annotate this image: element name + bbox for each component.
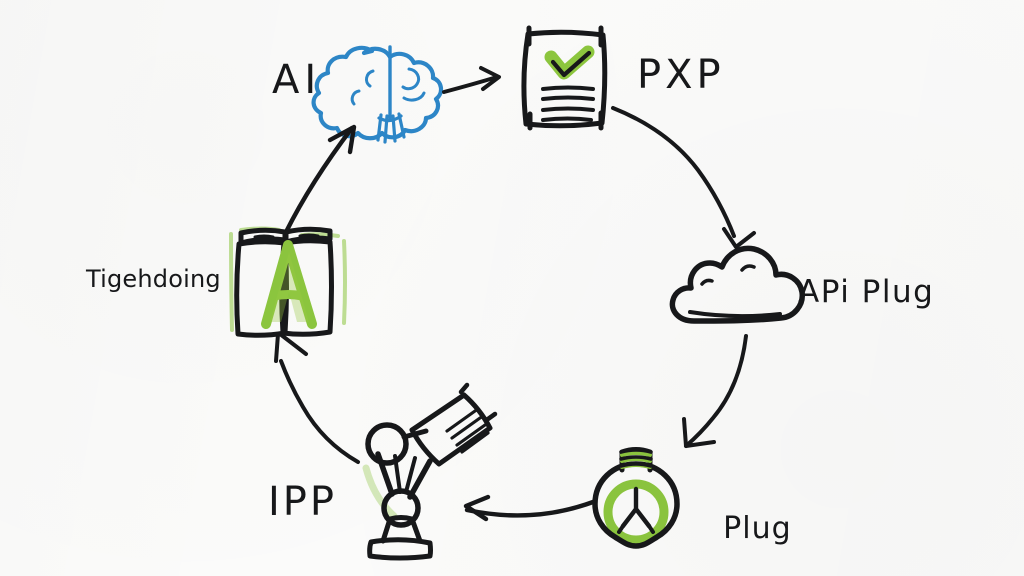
lightbulb-icon — [592, 447, 680, 549]
arrow-plug-to-ipp — [463, 494, 596, 522]
robot-arm-icon — [362, 382, 498, 561]
label-pxp: PXP — [637, 52, 725, 98]
arrow-tigehdoing-to-ai — [283, 124, 357, 235]
arrow-ai-to-pxp — [442, 66, 501, 94]
cloud-icon — [669, 245, 805, 324]
arrow-pxp-to-api — [611, 106, 756, 249]
arrow-ipp-to-tigehdoing — [274, 332, 360, 464]
label-ipp: IPP — [268, 479, 338, 525]
document-checklist-icon — [521, 25, 608, 131]
label-api-plug: APi Plug — [798, 274, 935, 310]
label-plug-connectors: Plug connectors — [681, 478, 860, 576]
label-tigehdoing: Tigehdoing — [86, 265, 221, 293]
brain-icon — [311, 45, 444, 144]
arrow-api-to-plug — [682, 334, 748, 448]
label-ai: AI — [272, 57, 322, 103]
letter-a-brackets-icon — [229, 226, 347, 338]
label-plug-connectors-line1: Plug — [723, 510, 792, 546]
